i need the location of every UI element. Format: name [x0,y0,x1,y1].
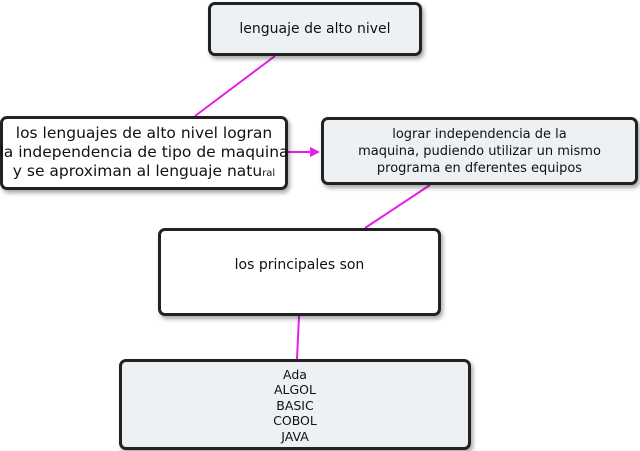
language-item-cobol: COBOL [273,413,317,429]
language-item-algol: ALGOL [273,382,316,398]
language-item-basic: BASIC [276,397,314,413]
concept-node-title-text: lenguaje de alto nivel [239,21,391,37]
concept-node-title: lenguaje de alto nivel [208,2,422,56]
concept-node-goal: lograr independencia de la maquina, pudi… [321,117,638,185]
connector-title-intro [194,55,276,117]
concept-node-language-list: Ada ALGOL BASIC COBOL JAVA [119,359,471,450]
intro-line-3-main: y se aproximan al lenguaje natu [12,161,263,180]
concept-node-principal-text: los principales son [234,257,365,273]
language-item-java: JAVA [281,428,309,444]
intro-line-3: y se aproximan al lenguaje natural [13,162,275,183]
concept-node-principal: los principales son [158,228,441,316]
language-item-ada: Ada [283,366,307,382]
intro-line-2: la independencia de tipo de maquina [0,142,289,161]
concept-node-intro: los lenguajes de alto nivel logran la in… [0,116,289,190]
connector-goal-principal [364,184,431,229]
intro-line-1: los lenguajes de alto nivel logran [15,123,273,142]
goal-line-1: lograr independencia de la [392,126,567,142]
intro-line-3-small: ral [262,167,276,179]
connector-principal-list [296,315,300,360]
goal-line-2: maquina, pudiendo utilizar un mismo [358,143,601,159]
goal-line-3: programa en dferentes equipos [376,160,583,176]
